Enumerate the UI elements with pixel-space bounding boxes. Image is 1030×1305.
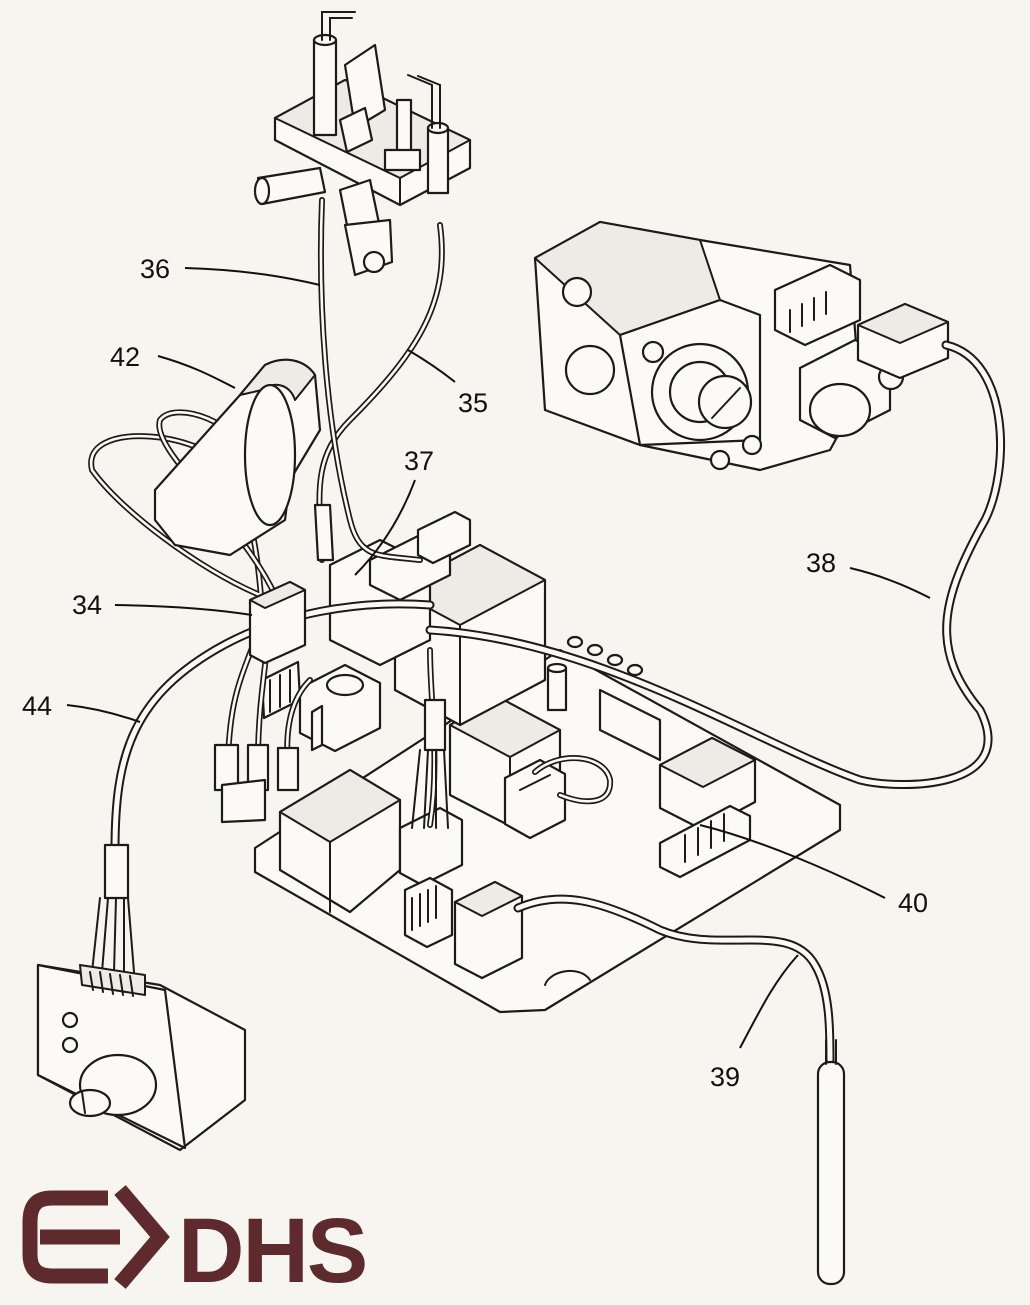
leader-35 (407, 349, 456, 383)
callout-36: 36 (140, 254, 170, 284)
leader-34 (114, 604, 253, 616)
leader-36 (184, 267, 321, 286)
leader-40 (699, 824, 886, 899)
connector-right (658, 736, 757, 879)
transformer (278, 768, 402, 914)
connector-front (453, 880, 524, 980)
callout-37: 37 (404, 446, 434, 476)
cable-39 (513, 894, 846, 1286)
wire-36 (317, 197, 423, 563)
small-relay (298, 663, 382, 753)
connector-34 (248, 580, 307, 665)
callout-42: 42 (110, 342, 140, 372)
dhs-logo-text: DHS (178, 1200, 366, 1302)
gas-valve (533, 220, 950, 472)
relay-upper (328, 510, 472, 667)
leader-44 (66, 704, 141, 723)
dhs-logo: DHS (22, 1185, 368, 1302)
leader-42 (157, 355, 236, 389)
terminal-strip (260, 660, 302, 720)
cable-44 (103, 599, 435, 900)
cable-clip-42 (153, 358, 322, 557)
callout-38: 38 (806, 548, 836, 578)
callout-40: 40 (898, 888, 928, 918)
dhs-logo-arrow-mark (22, 1190, 108, 1284)
connector-left (398, 806, 464, 949)
pilot-burner-assembly (253, 11, 472, 277)
wire-35 (313, 222, 445, 563)
callout-39: 39 (710, 1062, 740, 1092)
control-knob-module (36, 963, 247, 1152)
leader-39 (739, 954, 799, 1049)
callout-labels: 36 42 35 37 34 44 38 40 39 (22, 254, 928, 1092)
callout-35: 35 (458, 388, 488, 418)
wire-bundle-ribbon (91, 647, 449, 973)
jumper-block (503, 755, 614, 840)
callout-44: 44 (22, 691, 52, 721)
capacitor-row (546, 635, 662, 762)
leader-38 (849, 567, 931, 599)
cable-38 (425, 340, 1006, 790)
leader-lines (66, 267, 931, 1049)
callout-34: 34 (72, 590, 102, 620)
leader-37 (354, 479, 416, 576)
